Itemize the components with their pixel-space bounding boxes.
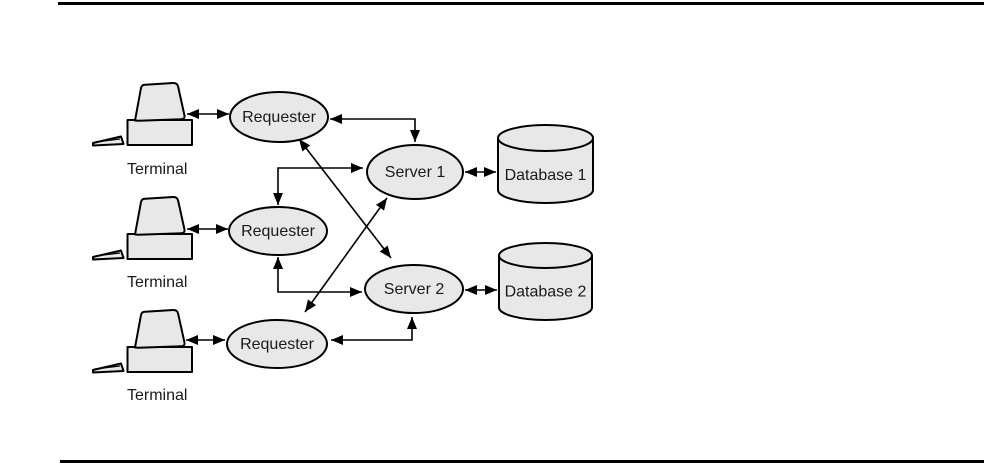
requester-2: Requester <box>228 206 328 256</box>
connections <box>186 109 497 345</box>
terminal-2-label: Terminal <box>127 274 187 291</box>
database-1-body <box>497 138 594 204</box>
terminal-1-icon <box>92 81 193 147</box>
terminal-2-icon <box>92 195 193 261</box>
requester-3-label: Requester <box>240 336 314 353</box>
requester-2-ellipse <box>228 206 328 256</box>
terminal-3: Terminal <box>92 308 193 404</box>
requester-1: Requester <box>229 91 329 143</box>
database-2-label: Database 2 <box>505 284 587 301</box>
terminal-2: Terminal <box>92 195 193 291</box>
top-rule <box>58 2 984 5</box>
requester-3-ellipse <box>226 319 328 369</box>
database-1-top <box>497 124 594 152</box>
edge-requester3-server1 <box>304 197 388 313</box>
bottom-rule <box>60 460 984 463</box>
server-2-label: Server 2 <box>384 281 445 298</box>
terminal-1-label: Terminal <box>127 161 187 178</box>
edge-requester1-server1 <box>330 114 420 142</box>
database-1: Database 1 <box>497 124 594 204</box>
server-1-label: Server 1 <box>385 164 446 181</box>
database-2: Database 2 <box>498 242 593 321</box>
database-2-body <box>498 255 593 321</box>
edge-requester2-server1 <box>273 163 363 205</box>
database-2-top <box>498 242 593 269</box>
terminal-3-label: Terminal <box>127 387 187 404</box>
requester-1-ellipse <box>229 91 329 143</box>
requester-1-label: Requester <box>242 109 316 126</box>
terminal-3-icon <box>92 308 193 374</box>
server-2-ellipse <box>364 264 464 314</box>
requester-2-label: Requester <box>241 223 315 240</box>
edge-requester3-server2 <box>331 317 417 345</box>
server-1: Server 1 <box>366 144 464 200</box>
database-1-label: Database 1 <box>505 167 587 184</box>
edge-requester2-server2 <box>273 257 362 297</box>
server-1-ellipse <box>366 144 464 200</box>
server-2: Server 2 <box>364 264 464 314</box>
requester-3: Requester <box>226 319 328 369</box>
terminal-1: Terminal <box>92 81 193 178</box>
